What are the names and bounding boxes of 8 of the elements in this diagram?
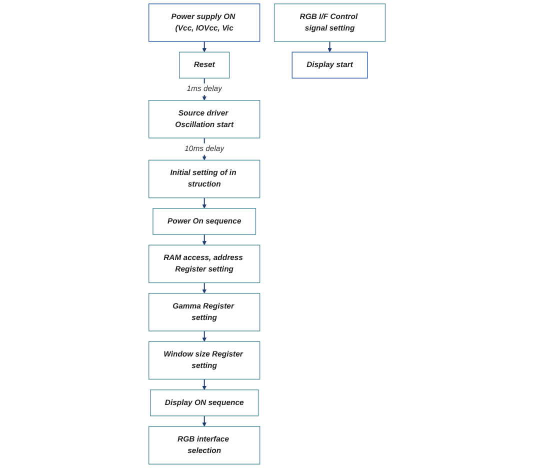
- arrow: [202, 415, 207, 427]
- arrow: [202, 330, 207, 342]
- arrow: [202, 282, 207, 294]
- arrow: [202, 234, 207, 246]
- arrow: [202, 197, 207, 209]
- arrow: [202, 378, 207, 390]
- arrow: [202, 41, 207, 52]
- arrow: [328, 41, 332, 52]
